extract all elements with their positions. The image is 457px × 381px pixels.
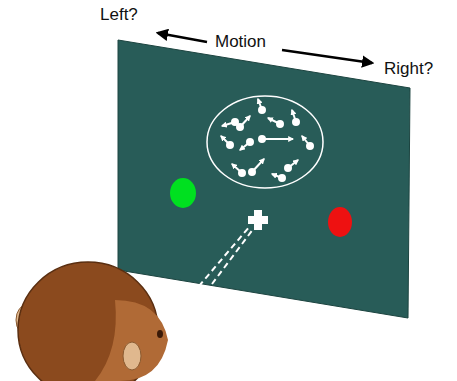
axis-label: Motion bbox=[215, 33, 266, 52]
aperture bbox=[207, 96, 323, 188]
gaze-line bbox=[160, 226, 250, 332]
axis-label: Right? bbox=[384, 60, 433, 79]
red-target bbox=[328, 207, 352, 237]
axis-label: Left? bbox=[100, 6, 138, 25]
screen bbox=[118, 40, 410, 318]
moving-dots bbox=[221, 99, 313, 181]
green-target bbox=[170, 178, 196, 208]
fixation-cross bbox=[248, 210, 268, 230]
left-arrow bbox=[158, 33, 207, 42]
monkey-head bbox=[16, 262, 168, 381]
gaze-line bbox=[170, 228, 254, 340]
right-arrow bbox=[282, 50, 372, 63]
